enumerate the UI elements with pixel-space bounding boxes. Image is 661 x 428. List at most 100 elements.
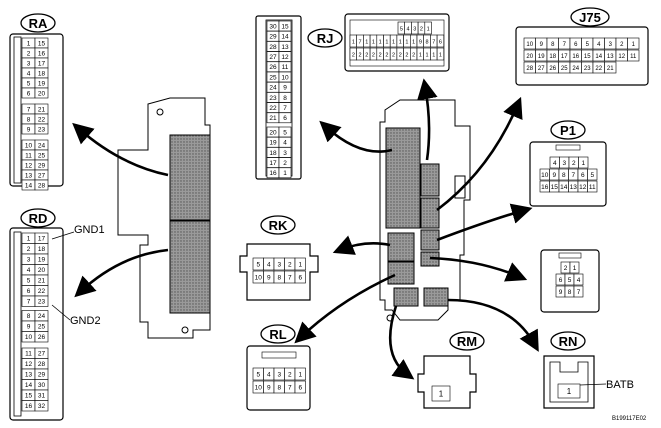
pin-number: 20 [38, 90, 46, 97]
pin-number: 1 [372, 39, 375, 45]
pin-number: 1 [298, 261, 302, 268]
pin-number: 2 [365, 52, 368, 58]
connector-rn: RN 1 BATB [543, 331, 634, 409]
arrow-to-top [417, 78, 438, 161]
pin-number: 6 [298, 274, 302, 281]
pin-number: 1 [427, 26, 430, 32]
pin-number: 2 [385, 52, 388, 58]
connector-label: RA [29, 16, 48, 31]
pin-number: 15 [551, 184, 559, 191]
pin-number: 1 [567, 387, 572, 396]
pin-number: 2 [392, 52, 395, 58]
pin-cell [604, 61, 617, 74]
pin-cell [34, 295, 49, 307]
pin-number: 24 [269, 85, 277, 92]
pin-number: 6 [283, 115, 287, 122]
pin-number: 2 [564, 265, 568, 272]
pin-number: 16 [541, 184, 549, 191]
pin-number: 14 [281, 34, 289, 41]
pin-number: 2 [283, 160, 287, 167]
pin-cell [34, 331, 49, 343]
label-oval [20, 13, 56, 33]
pin-cell [278, 167, 292, 179]
pin-number: 22 [595, 66, 602, 72]
pin-cell [578, 156, 589, 169]
pin-number: 10 [255, 384, 263, 391]
pin-number: 18 [269, 150, 277, 157]
hatched-connector-b [420, 197, 440, 229]
pin-number: 13 [25, 172, 33, 179]
pin-number: 20 [38, 267, 46, 274]
pin-number: 25 [38, 152, 46, 159]
pin-number: 24 [572, 66, 579, 72]
pin-number: 4 [407, 26, 410, 32]
pin-number: 30 [38, 382, 46, 389]
pin-number: 3 [277, 261, 281, 268]
pin-number: 13 [570, 184, 578, 191]
pin-number: 19 [538, 54, 545, 60]
pin-number: 17 [269, 160, 277, 167]
pin-number: 20 [269, 129, 277, 136]
pin-number: 27 [269, 54, 277, 61]
pin-number: 21 [607, 66, 614, 72]
connector-label: RM [457, 334, 477, 349]
pin-cell [294, 270, 306, 284]
pin-number: 15 [25, 393, 33, 400]
pin-cell [627, 49, 640, 62]
hatched-connector-main [385, 127, 421, 229]
pin-number: 22 [38, 116, 46, 123]
pin-number: 9 [267, 274, 271, 281]
pin-number: 8 [27, 116, 31, 123]
pin-number: 4 [597, 42, 601, 48]
pin-number: 27 [38, 172, 46, 179]
pin-number: 2 [399, 52, 402, 58]
connector-label: P1 [560, 123, 576, 138]
arrow-to-rm [388, 305, 415, 380]
hatched-connector-g [393, 287, 419, 307]
pin-number: 4 [267, 371, 271, 378]
pin-cell [436, 47, 445, 61]
pin-number: 25 [561, 66, 568, 72]
connector-label: RD [29, 211, 48, 226]
pin-number: 23 [269, 95, 277, 102]
pin-number: 7 [563, 42, 567, 48]
pin-number: 30 [269, 23, 277, 30]
arrow-to-p1 [436, 203, 533, 242]
connector-rm: RM 1 [417, 331, 485, 409]
pin-number: 16 [25, 403, 33, 410]
pin-number: 1 [27, 40, 31, 47]
pin-number: 6 [559, 277, 563, 284]
pin-number: 9 [552, 172, 556, 179]
pin-number: 1 [573, 265, 577, 272]
hatched-connector-h [423, 287, 449, 307]
batb-callout: BATB [606, 379, 634, 391]
pin-number: 17 [561, 54, 568, 60]
pin-number: 14 [25, 382, 33, 389]
pin-number: 10 [255, 274, 263, 281]
arrow-to-rj [319, 120, 393, 153]
pin-cell [34, 123, 49, 135]
pin-cell [34, 179, 49, 191]
pin-number: 14 [25, 182, 33, 189]
pin-number: 26 [549, 66, 556, 72]
pin-number: 12 [25, 162, 33, 169]
pin-number: 1 [419, 52, 422, 58]
pin-number: 6 [27, 288, 31, 295]
pin-number: 7 [577, 289, 581, 296]
arrow-to-rk [332, 235, 391, 255]
pin-number: 9 [540, 42, 544, 48]
pin-cell [431, 385, 451, 402]
pin-number: 8 [27, 313, 31, 320]
pin-number: 18 [549, 54, 556, 60]
pin-number: 5 [256, 371, 260, 378]
pin-number: 22 [38, 288, 46, 295]
pin-number: 1 [379, 39, 382, 45]
pin-number: 12 [25, 361, 33, 368]
label-oval [260, 324, 296, 344]
pin-number: 4 [577, 277, 581, 284]
